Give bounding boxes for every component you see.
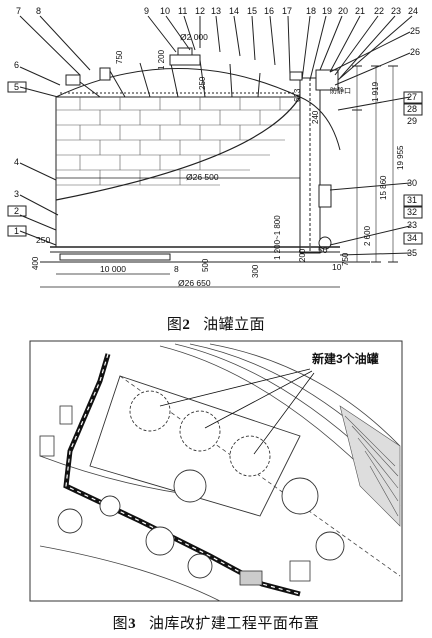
callout-32: 32 [407,207,417,217]
tank-shell [55,96,301,248]
existing-tank-1 [173,469,207,503]
callout-29: 29 [407,116,417,126]
figure2-caption-label: 图 [166,317,183,333]
dim-d-bottom: Ø26 650 [178,278,211,288]
dim-8: 8 [174,264,179,274]
dimension-labels: Ø2 000 Ø26 500 Ø26 650 10 000 250 8 50 1… [36,32,351,288]
rotated-dimension-labels: 1 200 250 750 400 500 300 1 200~1 800 20… [31,49,405,278]
dim-d-top: Ø2 000 [180,32,208,42]
figure3-caption-title: 油库改扩建工程平面布置 [148,616,320,632]
figure3-caption: 图3 油库改扩建工程平面布置 [0,612,432,633]
callout-33: 33 [407,220,417,230]
left-callouts: 6 5 4 3 2 1 [14,60,19,236]
callout-12: 12 [195,6,205,16]
existing-tank-4 [99,495,121,517]
callout-28: 28 [407,104,417,114]
dim-10: 10 [332,262,342,272]
figure3-caption-label: 图 [112,616,129,632]
callout-9: 9 [144,6,149,16]
callout-7: 7 [16,6,21,16]
new-tank-2 [179,410,221,452]
callout-18: 18 [306,6,316,16]
callout-14: 14 [229,6,239,16]
dim-200: 200 [298,248,307,262]
callout-8: 8 [36,6,41,16]
callout-4: 4 [14,157,19,167]
dim-1200: 1 200 [157,49,166,70]
dim-1919: 1 919 [371,81,380,102]
vent-label: 防静口 [330,86,351,95]
existing-tank-6 [187,553,213,579]
hatched-area [339,405,401,527]
dim-750: 750 [115,50,124,64]
dim-19955: 19 955 [396,145,405,170]
tank-dike [89,375,301,517]
existing-tank-5 [145,526,175,556]
callout-30: 30 [407,178,417,188]
callout-23: 23 [391,6,401,16]
tank-elevation-figure: 7 8 9 10 11 12 13 14 15 16 17 18 19 20 2… [0,0,432,312]
callout-3: 3 [14,189,19,199]
callout-35: 35 [407,248,417,258]
callout-27: 27 [407,92,417,102]
callout-15: 15 [247,6,257,16]
existing-tank-2 [281,477,319,515]
dim-400: 400 [31,256,40,270]
figure2-caption-title: 油罐立面 [203,317,266,333]
dim-250-left: 250 [36,235,50,245]
new-tank-1 [129,390,171,432]
dim-300: 300 [251,264,260,278]
dim-50: 50 [318,245,328,255]
tank-roof [55,68,301,98]
tank-elevation-drawing: 7 8 9 10 11 12 13 14 15 16 17 18 19 20 2… [7,6,423,288]
callout-16: 16 [264,6,274,16]
callout-20: 20 [338,6,348,16]
callout-34: 34 [407,233,417,243]
site-plan-figure: 新建3个油罐 [0,336,432,606]
new-tank-3 [229,435,271,477]
callout-31: 31 [407,195,417,205]
dim-10000: 10 000 [100,264,126,274]
top-callouts: 7 8 9 10 11 12 13 14 15 16 17 18 19 20 2… [16,6,418,16]
dim-240: 240 [311,110,320,124]
callout-5: 5 [14,82,19,92]
callout-26: 26 [410,47,420,57]
dim-750-right: 750 [341,252,350,266]
site-plan-drawing: 新建3个油罐 [29,340,403,602]
figure2-caption: 图2 油罐立面 [0,313,432,334]
callout-24: 24 [408,6,418,16]
callout-1: 1 [14,226,19,236]
callout-11: 11 [178,6,187,16]
figure3-caption-num: 3 [128,616,137,632]
existing-tank-3 [57,508,83,534]
dim-d-mid: Ø26 500 [186,172,219,182]
section-cut-line [55,96,301,201]
callout-6: 6 [14,60,19,70]
new-tanks-annotation: 新建3个油罐 [312,351,379,366]
new-tanks [57,390,345,579]
callout-10: 10 [160,6,170,16]
callout-21: 21 [355,6,365,16]
existing-tank-7 [315,531,345,561]
dim-2600: 2 600 [363,225,372,246]
callout-22: 22 [374,6,384,16]
figure2-caption-num: 2 [182,317,191,333]
callout-13: 13 [211,6,221,16]
right-callouts: 25 26 27 28 29 30 31 32 33 34 35 [407,26,420,258]
dim-250-roof: 250 [198,76,207,90]
dim-500: 500 [201,258,210,272]
callout-25: 25 [410,26,420,36]
dim-range: 1 200~1 800 [273,215,282,260]
callout-17: 17 [282,6,292,16]
callout-19: 19 [322,6,332,16]
dim-613: 613 [293,88,302,102]
callout-2: 2 [14,206,19,216]
dim-15860: 15 860 [379,175,388,200]
